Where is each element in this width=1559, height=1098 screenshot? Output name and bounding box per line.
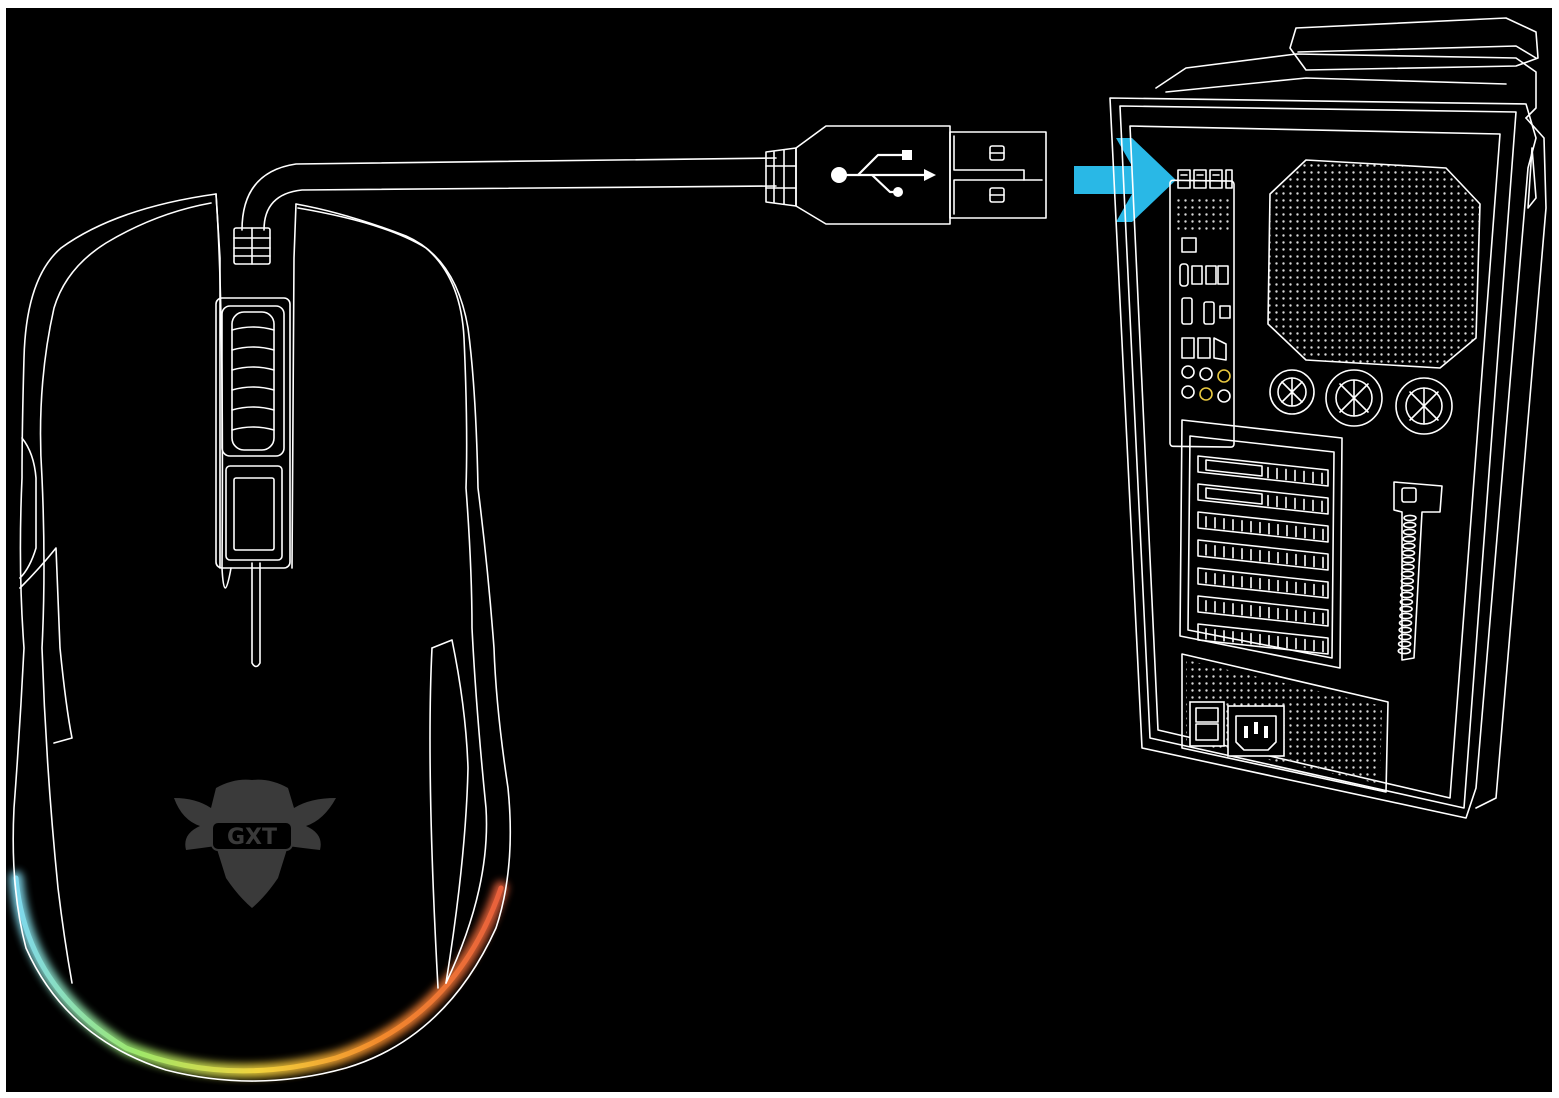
io-panel	[1169, 169, 1235, 448]
cable-strain-relief	[233, 227, 271, 265]
vent-ring	[1400, 577, 1415, 585]
right-button-seam	[291, 203, 297, 569]
side-vent	[1393, 481, 1443, 661]
vent-ring	[1401, 549, 1416, 557]
scroll-wheel[interactable]	[231, 311, 275, 451]
vent-ring	[1402, 528, 1417, 536]
usb-plug-body	[795, 125, 951, 225]
power-socket	[1227, 705, 1285, 757]
vent-ring	[1399, 605, 1413, 613]
right-grip	[431, 639, 469, 984]
mouse: GXT	[9, 193, 512, 1082]
case-top-handle	[1289, 17, 1539, 71]
center-seam	[251, 562, 261, 668]
vent-ring	[1402, 521, 1417, 529]
grommet-holes	[1269, 369, 1453, 435]
usb-plug	[765, 125, 1047, 225]
logo-text: GXT	[227, 825, 277, 850]
rgb-light-line	[13, 875, 504, 1074]
rear-fan-grill	[1267, 159, 1481, 369]
vent-ring	[1398, 626, 1412, 634]
vent-ring	[1401, 563, 1415, 571]
dpi-button[interactable]	[225, 465, 283, 561]
vent-ring	[1398, 633, 1412, 641]
connection-diagram: GXT	[6, 8, 1552, 1092]
mouse-right-panel	[297, 207, 488, 984]
expansion-slot	[1197, 455, 1329, 487]
expansion-slot	[1197, 595, 1329, 627]
gxt-logo: GXT	[174, 779, 336, 908]
side-button-back	[19, 547, 73, 744]
rgb-light-strip	[9, 871, 508, 1078]
vent-ring	[1402, 535, 1416, 543]
pc-tower	[1109, 17, 1547, 819]
vent-ring	[1402, 542, 1416, 550]
vent-ring	[1400, 584, 1414, 592]
left-button-seam	[215, 193, 232, 589]
expansion-slots	[1179, 419, 1343, 669]
audio-jacks	[1181, 365, 1231, 403]
expansion-slot	[1197, 539, 1329, 571]
vent-ring	[1397, 647, 1412, 655]
usb-connector-shell	[949, 131, 1047, 219]
vent-ring	[1399, 612, 1413, 620]
usb-trident-icon	[831, 150, 936, 197]
power-switch[interactable]	[1189, 701, 1225, 747]
side-button-forward	[19, 437, 37, 579]
mouse-left-panel	[39, 202, 212, 984]
scroll-wheel-housing	[215, 297, 291, 569]
usb-cable	[241, 157, 777, 231]
diagram-canvas: GXT	[9, 17, 1547, 1082]
case-back-panel	[1109, 97, 1537, 819]
mouse-body-outline	[12, 193, 512, 1082]
vent-ring	[1399, 598, 1414, 606]
vent-ring	[1397, 640, 1412, 648]
vent-ring	[1400, 570, 1415, 578]
vent-ring	[1398, 619, 1413, 627]
expansion-slot	[1197, 567, 1329, 599]
expansion-slot	[1197, 483, 1329, 515]
expansion-slot	[1197, 511, 1329, 543]
logo-badge	[211, 821, 293, 851]
vent-ring	[1399, 591, 1414, 599]
vent-ring	[1401, 556, 1415, 564]
arrow-right-icon	[1074, 138, 1176, 222]
expansion-slot	[1197, 623, 1329, 655]
usb-port-target[interactable]	[1177, 169, 1233, 189]
vent-ring	[1403, 514, 1417, 522]
psu-area	[1181, 653, 1389, 793]
